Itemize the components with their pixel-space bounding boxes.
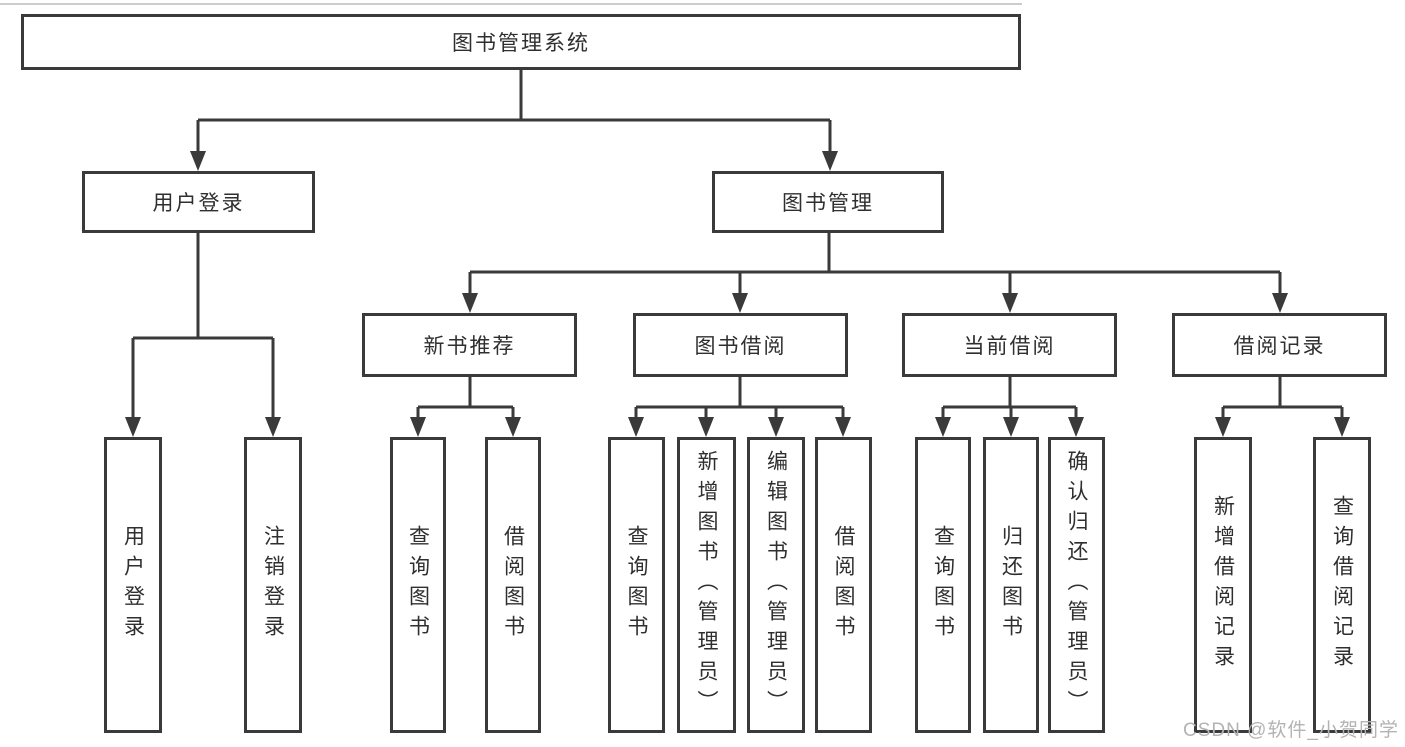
- leaf-user-login-label: 用户登录: [121, 525, 145, 645]
- leaf-cb-confirm-return: 确认归还（管理员）: [1048, 437, 1105, 733]
- leaf-logout: 注销登录: [244, 437, 302, 733]
- leaf-bb-edit-books-label: 编辑图书（管理员）: [764, 450, 788, 720]
- leaf-logout-label: 注销登录: [261, 525, 285, 645]
- leaf-bb-edit-books: 编辑图书（管理员）: [747, 437, 805, 733]
- leaf-cb-confirm-return-label: 确认归还（管理员）: [1065, 450, 1088, 720]
- connector-current-borrow: [941, 377, 1078, 419]
- node-current-borrow-label: 当前借阅: [963, 335, 1056, 358]
- node-current-borrow: 当前借阅: [902, 313, 1117, 377]
- leaf-rec-borrow-books-label: 借阅图书: [501, 525, 525, 645]
- node-book-management: 图书管理: [712, 171, 944, 233]
- leaf-bb-query-books: 查询图书: [608, 437, 665, 733]
- node-new-book-recommend: 新书推荐: [362, 313, 577, 377]
- node-book-borrow-label: 图书借阅: [694, 335, 787, 358]
- node-book-management-label: 图书管理: [782, 192, 874, 215]
- node-borrow-records-label: 借阅记录: [1233, 335, 1326, 358]
- connector-root: [196, 70, 832, 154]
- leaf-rec-query-books-label: 查询图书: [406, 525, 430, 645]
- node-user-login-label: 用户登录: [152, 192, 245, 215]
- node-user-login: 用户登录: [82, 171, 315, 233]
- watermark: CSDN @软件_小贺同学: [1183, 720, 1399, 741]
- leaf-bb-add-books-label: 新增图书（管理员）: [695, 450, 718, 720]
- leaf-bb-query-books-label: 查询图书: [625, 525, 648, 645]
- node-borrow-records: 借阅记录: [1172, 313, 1387, 377]
- leaf-cb-return-books-label: 归还图书: [999, 525, 1023, 645]
- connector-book-borrow: [634, 377, 845, 419]
- arrowheads: [125, 151, 1350, 437]
- leaf-rec-borrow-books: 借阅图书: [485, 437, 541, 733]
- leaf-br-add-record-label: 新增借阅记录: [1211, 495, 1235, 675]
- leaf-bb-borrow-books: 借阅图书: [815, 437, 872, 733]
- connector-new-book: [416, 377, 515, 419]
- leaf-cb-return-books: 归还图书: [983, 437, 1039, 733]
- connector-borrow-records: [1221, 377, 1344, 419]
- node-book-borrow: 图书借阅: [633, 313, 848, 377]
- leaf-cb-query-books-label: 查询图书: [931, 525, 955, 645]
- leaf-rec-query-books: 查询图书: [390, 437, 446, 733]
- leaf-user-login: 用户登录: [104, 437, 162, 733]
- node-new-book-recommend-label: 新书推荐: [423, 335, 516, 358]
- node-root: 图书管理系统: [21, 14, 1021, 70]
- connector-user-login: [131, 233, 275, 419]
- top-divider: [0, 3, 1022, 5]
- connector-paths: [131, 70, 1344, 419]
- node-root-label: 图书管理系统: [452, 32, 590, 55]
- leaf-br-query-record: 查询借阅记录: [1313, 437, 1371, 733]
- connector-book-management: [468, 233, 1282, 295]
- leaf-bb-borrow-books-label: 借阅图书: [832, 525, 855, 645]
- leaf-bb-add-books: 新增图书（管理员）: [677, 437, 736, 733]
- leaf-cb-query-books: 查询图书: [915, 437, 971, 733]
- leaf-br-query-record-label: 查询借阅记录: [1330, 495, 1354, 675]
- leaf-br-add-record: 新增借阅记录: [1194, 437, 1252, 733]
